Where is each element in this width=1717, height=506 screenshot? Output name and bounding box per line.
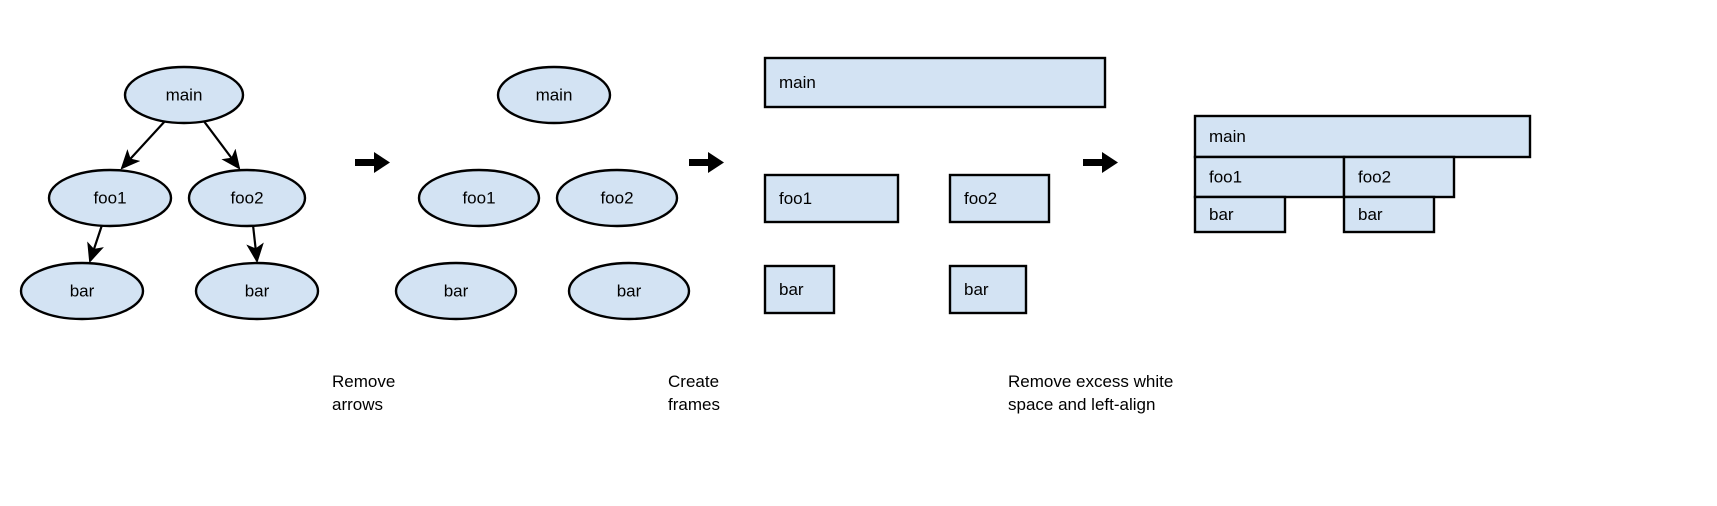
node-label-bar: bar: [70, 281, 95, 300]
node-bar-3[interactable]: bar: [763, 264, 836, 315]
node-shape-rect: [1193, 114, 1532, 159]
node-foo2-2[interactable]: foo2: [948, 173, 1051, 224]
node-foo2-2[interactable]: foo2: [187, 168, 307, 228]
node-label-foo2: foo2: [600, 188, 633, 207]
caption-create-frames: Create frames: [668, 372, 720, 414]
node-foo1-1[interactable]: foo1: [417, 168, 541, 228]
node-foo2-2[interactable]: foo2: [555, 168, 679, 228]
node-shape-ellipse: [47, 168, 173, 228]
node-label-bar: bar: [617, 281, 642, 300]
node-shape-ellipse: [19, 261, 145, 321]
step-arrow-2-icon: [689, 152, 724, 173]
caption-remove-arrows: Remove arrows: [332, 372, 396, 414]
node-label-main: main: [166, 85, 203, 104]
node-label-foo2: foo2: [230, 188, 263, 207]
panel-call-tree-with-arrows: main foo1 foo2 bar bar: [19, 65, 320, 321]
node-bar-3[interactable]: bar: [394, 261, 518, 321]
node-label-foo2: foo2: [964, 189, 997, 208]
node-bar-3[interactable]: bar: [19, 261, 145, 321]
node-label-bar: bar: [245, 281, 270, 300]
node-label-foo2: foo2: [1358, 167, 1391, 186]
caption-remove-excess-white-space: Remove excess white space and left-align: [1008, 372, 1174, 414]
node-label-bar: bar: [964, 280, 989, 299]
node-main-0[interactable]: main: [1193, 114, 1532, 159]
step-arrow-1-icon: [355, 152, 390, 173]
node-shape-ellipse: [394, 261, 518, 321]
panel-frames-stacked-left-aligned: main foo1 foo2 bar bar: [1193, 114, 1532, 234]
node-shape-ellipse: [567, 261, 691, 321]
node-bar-4[interactable]: bar: [194, 261, 320, 321]
node-shape-ellipse: [417, 168, 541, 228]
node-label-main: main: [536, 85, 573, 104]
node-label-foo1: foo1: [462, 188, 495, 207]
node-foo1-1[interactable]: foo1: [1193, 155, 1346, 199]
node-shape-rect: [1342, 195, 1436, 234]
node-bar-4[interactable]: bar: [1342, 195, 1436, 234]
node-label-foo1: foo1: [93, 188, 126, 207]
node-foo1-1[interactable]: foo1: [763, 173, 900, 224]
node-shape-rect: [948, 173, 1051, 224]
node-shape-ellipse: [194, 261, 320, 321]
edge-main-to-foo2-1: [202, 119, 241, 170]
node-shape-rect: [763, 264, 836, 315]
node-shape-rect: [1193, 155, 1346, 199]
node-label-bar: bar: [1358, 205, 1383, 224]
node-shape-rect: [1193, 195, 1287, 234]
node-foo1-1[interactable]: foo1: [47, 168, 173, 228]
step-arrow-3-icon: [1083, 152, 1118, 173]
node-main-0[interactable]: main: [123, 65, 245, 125]
node-label-main: main: [1209, 127, 1246, 146]
panel-frames-centered: main foo1 foo2 bar bar: [763, 56, 1107, 315]
node-main-0[interactable]: main: [496, 65, 612, 125]
node-shape-rect: [948, 264, 1028, 315]
node-label-foo1: foo1: [779, 189, 812, 208]
node-shape-rect: [763, 56, 1107, 109]
panel-ellipses-without-arrows: main foo1 foo2 bar bar: [394, 65, 691, 321]
node-bar-4[interactable]: bar: [948, 264, 1028, 315]
edge-main-to-foo1-0: [120, 119, 167, 170]
node-label-bar: bar: [779, 280, 804, 299]
node-shape-rect: [763, 173, 900, 224]
node-label-foo1: foo1: [1209, 167, 1242, 186]
node-foo2-2[interactable]: foo2: [1342, 155, 1456, 199]
edge-foo2-to-bar-3: [246, 224, 264, 264]
node-shape-ellipse: [123, 65, 245, 125]
node-label-bar: bar: [1209, 205, 1234, 224]
node-bar-3[interactable]: bar: [1193, 195, 1287, 234]
node-shape-ellipse: [496, 65, 612, 125]
node-label-main: main: [779, 73, 816, 92]
node-main-0[interactable]: main: [763, 56, 1107, 109]
node-label-bar: bar: [444, 281, 469, 300]
node-shape-ellipse: [187, 168, 307, 228]
node-shape-ellipse: [555, 168, 679, 228]
edge-foo1-to-bar-2: [87, 224, 104, 264]
node-bar-4[interactable]: bar: [567, 261, 691, 321]
